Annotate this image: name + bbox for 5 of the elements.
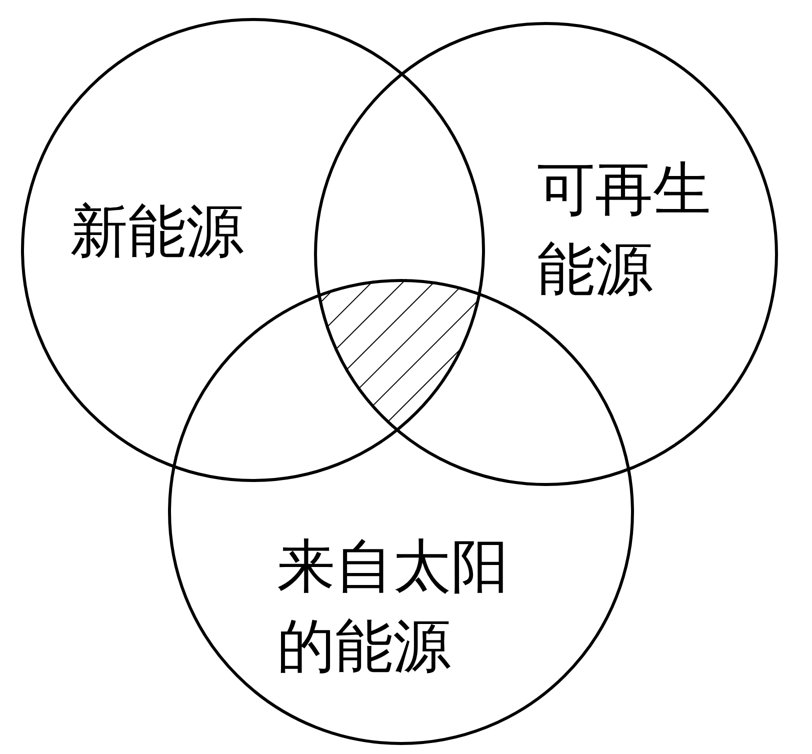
circle-label: 新能源 [70,198,245,266]
circle-label: 可再生能源 [537,156,712,304]
venn-circle [21,18,485,482]
venn-circle [314,22,778,486]
circle-label: 来自太阳的能源 [277,533,510,681]
